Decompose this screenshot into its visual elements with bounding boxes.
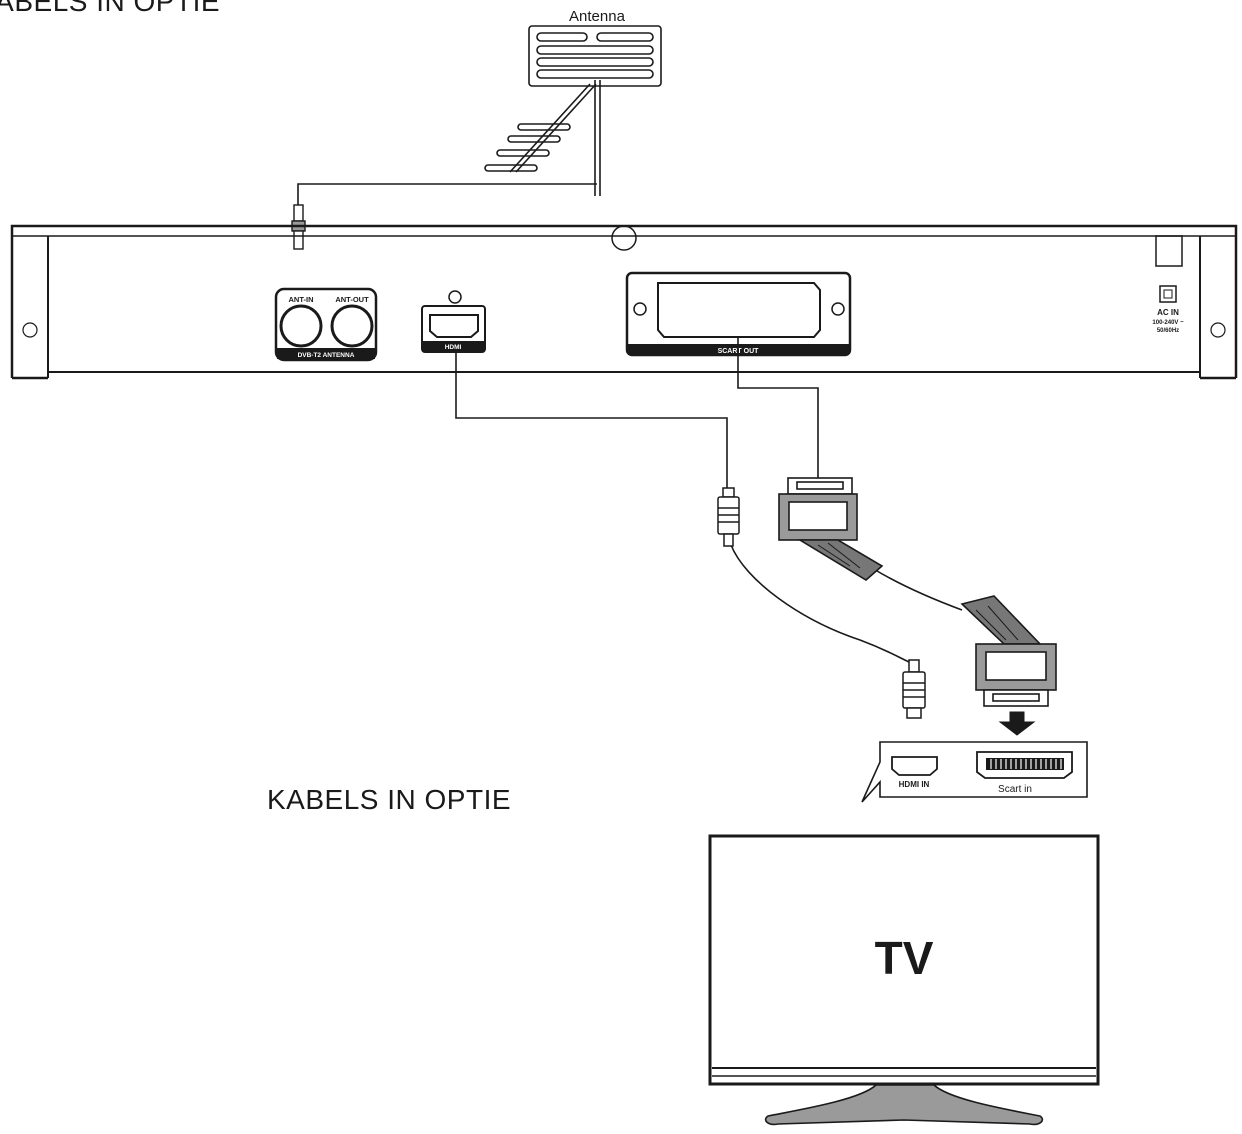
scart-in-label: Scart in: [998, 784, 1032, 795]
receiver-rear-panel: [10, 224, 1238, 380]
ant-in-label: ANT-IN: [289, 295, 314, 304]
tv-stand: [764, 1084, 1044, 1126]
hdmi-port: HDMI: [421, 290, 486, 353]
ac-in-frequency: 50/60Hz: [1157, 328, 1179, 334]
antenna-label: Antenna: [569, 8, 626, 25]
antenna: Antenna: [297, 8, 662, 205]
scart-plug-source: [778, 477, 884, 581]
hdmi-port-label: HDMI: [445, 344, 462, 351]
heading-mid: KABELS IN OPTIE: [267, 784, 512, 815]
hdmi-cable: [455, 352, 914, 664]
scart-cable: [737, 336, 963, 611]
heading-top: KABELS IN OPTIE: [0, 0, 221, 17]
antenna-group-label: DVB-T2 ANTENNA: [298, 352, 355, 359]
hdmi-plug-source: [717, 487, 740, 547]
scart-plug-tv: [960, 595, 1057, 707]
tv-input-panel: HDMI IN Scart in: [861, 741, 1088, 803]
tv-label: TV: [875, 932, 934, 984]
ac-in-port: AC IN 100-240V ~ 50/60Hz: [1152, 285, 1184, 334]
insert-arrow: [998, 711, 1036, 736]
hdmi-in-label: HDMI IN: [899, 780, 930, 789]
antenna-ports: ANT-IN ANT-OUT DVB-T2 ANTENNA: [274, 287, 378, 362]
hdmi-plug-tv: [902, 659, 926, 719]
ac-in-voltage: 100-240V ~: [1152, 320, 1184, 326]
ant-out-label: ANT-OUT: [335, 295, 369, 304]
tv: TV: [708, 834, 1100, 1126]
ac-in-label: AC IN: [1157, 308, 1179, 317]
